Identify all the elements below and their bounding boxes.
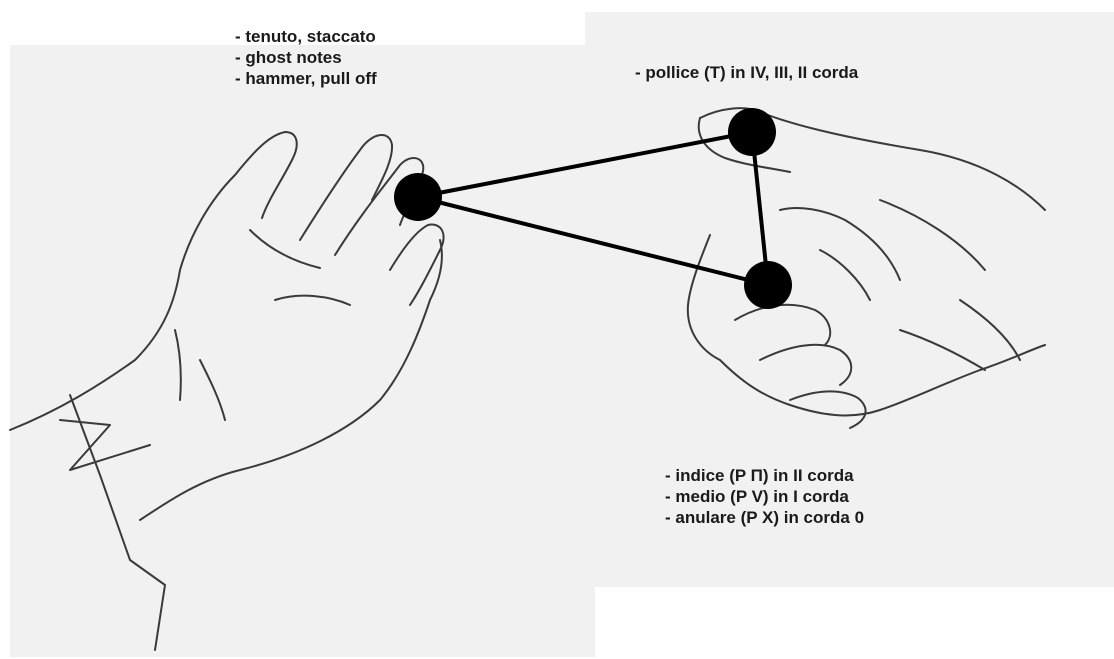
label-tenuto-staccato: - tenuto, staccato	[235, 27, 376, 46]
left-paper-sheet	[10, 45, 595, 657]
left-palm-creases	[199, 229, 351, 421]
connection-lines	[416, 130, 770, 287]
node-right-fingers	[744, 261, 792, 309]
left-hand-sketch	[9, 131, 445, 651]
line-thumb-to-fingers	[750, 130, 770, 287]
line-left-to-thumb	[416, 130, 754, 199]
left-hand-outline-upper	[9, 131, 298, 431]
right-ring-finger	[759, 343, 853, 386]
node-right-thumb	[728, 108, 776, 156]
left-ring-finger	[389, 223, 445, 306]
right-wrist-creases	[899, 299, 1021, 371]
left-hand-technique-labels: - tenuto, staccato - ghost notes - hamme…	[235, 26, 377, 89]
left-sleeve-line	[69, 394, 166, 651]
label-medio: - medio (P V) in I corda	[665, 487, 849, 506]
right-thumb-labels: - pollice (T) in IV, III, II corda	[635, 62, 858, 83]
right-palm-creases	[779, 199, 986, 301]
right-paper-sheet	[585, 12, 1114, 587]
left-thumb-crease	[174, 329, 182, 401]
right-little-finger	[789, 390, 867, 429]
right-index-outline	[686, 234, 721, 361]
left-index-finger	[299, 134, 394, 241]
label-pollice: - pollice (T) in IV, III, II corda	[635, 63, 859, 82]
right-hand-sketch	[686, 107, 1046, 429]
right-hand-lower-outline	[719, 344, 1046, 417]
node-left-fingertip	[394, 173, 442, 221]
label-ghost-notes: - ghost notes	[235, 48, 342, 67]
label-hammer-pull-off: - hammer, pull off	[235, 69, 377, 88]
label-indice: - indice (P Π) in II corda	[665, 466, 854, 485]
right-finger-labels: - indice (P Π) in II corda - medio (P V)…	[665, 465, 864, 528]
right-middle-finger	[734, 303, 832, 346]
left-hand-outline-lower	[139, 239, 443, 521]
line-left-to-fingers	[416, 195, 770, 287]
label-anulare: - anulare (P X) in corda 0	[665, 508, 865, 527]
right-hand-back-outline	[699, 107, 1046, 211]
right-thumb-outline	[697, 117, 791, 173]
